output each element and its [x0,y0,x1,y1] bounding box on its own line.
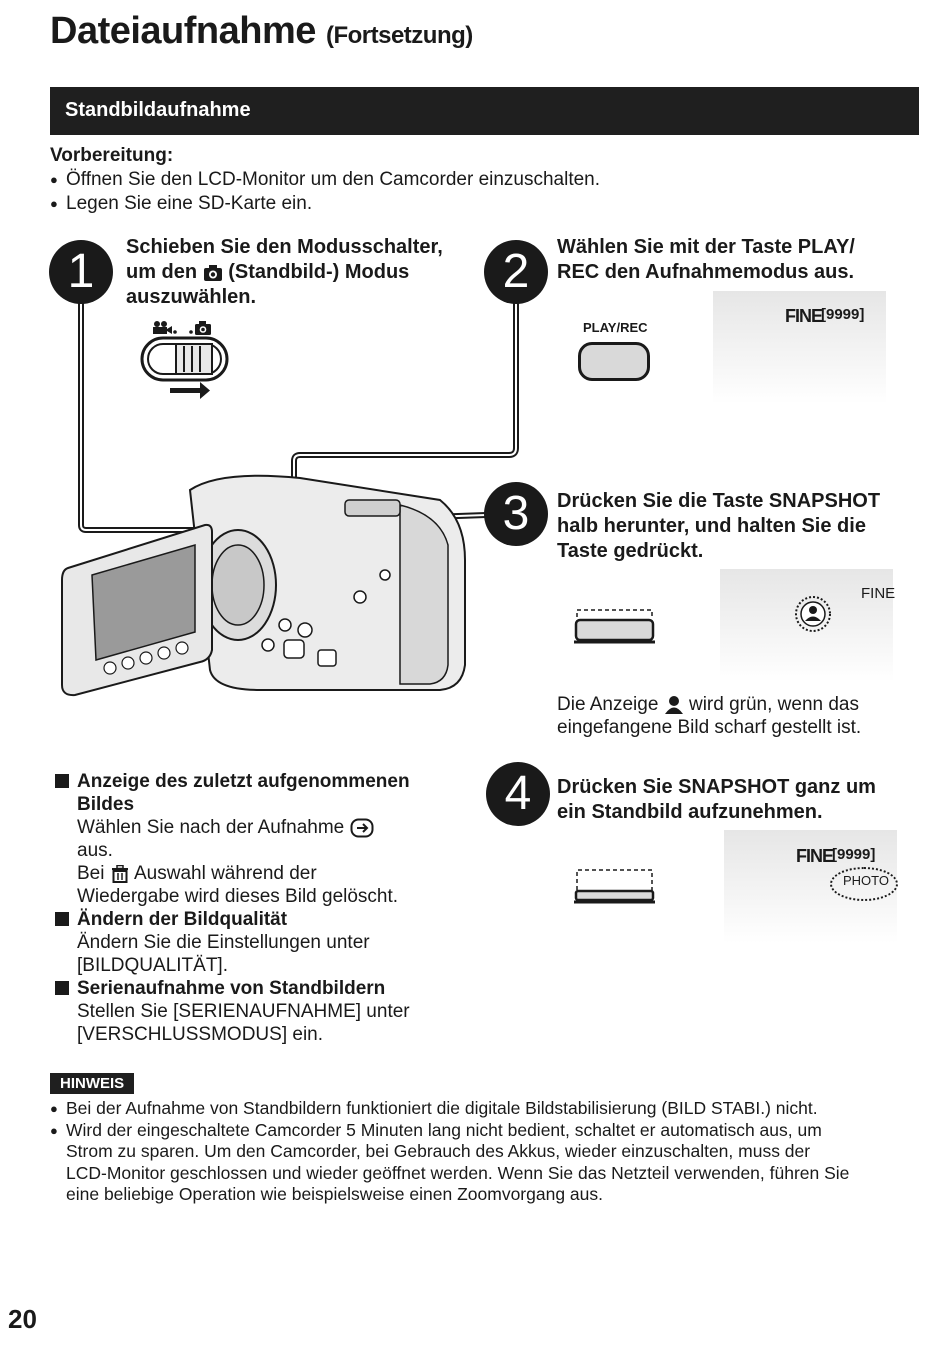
tip-line: Stellen Sie [SERIENAUFNAHME] unter [77,1001,410,1022]
note-line: Wird der eingeschaltete Camcorder 5 Minu… [66,1119,822,1140]
lcd-display-step-2: FINE [9999] [713,291,886,404]
video-mode-icon [153,321,177,334]
play-rec-label: PLAY/REC [583,320,648,335]
preparation-item: Legen Sie eine SD-Karte ein. [50,192,600,216]
note-line: LCD-Monitor geschlossen und wieder geöff… [66,1162,850,1183]
step-1-line: auszuwählen. [126,286,257,308]
preparation-heading: Vorbereitung: [50,145,174,166]
tip-heading: Serienaufnahme von Standbildern [77,978,386,999]
lcd-photo: PHOTO [843,873,889,888]
tip-line: Ändern Sie die Einstellungen unter [77,932,370,953]
step-3-text: Drücken Sie die Taste SNAPSHOT halb heru… [557,489,927,564]
tip-line: [VERSCHLUSSMODUS] ein. [77,1024,324,1045]
focus-note-part: Die Anzeige [557,694,664,715]
lcd-quality: FINE [785,306,823,326]
focus-note-line: eingefangene Bild scharf gestellt ist. [557,717,862,738]
note-list: Bei der Aufnahme von Standbildern funkti… [50,1098,918,1206]
tip-heading: Ändern der Bildqualität [77,909,288,930]
tip-item: Serienaufnahme von Standbildern Stellen … [55,977,455,1046]
tip-item: Anzeige des zuletzt aufgenommenen Bildes… [55,770,455,908]
play-rec-button [578,342,650,381]
arrow-right-icon [170,382,210,399]
tip-line: Bei Auswahl während der [77,862,455,885]
square-bullet-icon [55,912,69,926]
note-line: Strom zu sparen. Um den Camcorder, bei G… [66,1141,811,1161]
photo-indicator [830,867,898,901]
section-header: Standbildaufnahme [50,87,919,135]
section-title: Standbildaufnahme [65,99,251,121]
focus-note-part: wird grün, wenn das [683,694,860,715]
snapshot-button-full [574,869,655,904]
mode-switch [140,321,229,399]
lcd-display-step-3: FINE [720,569,896,682]
step-2-line: Wählen Sie mit der Taste PLAY/ [557,236,855,258]
page-title: Dateiaufnahme (Fortsetzung) [50,10,473,53]
lcd-quality: FINE [796,846,834,866]
snapshot-button-half [574,609,655,644]
step-4-text: Drücken Sie SNAPSHOT ganz um ein Standbi… [557,775,927,825]
still-mode-icon [189,321,211,335]
tips-list: Anzeige des zuletzt aufgenommenen Bildes… [55,770,455,1046]
page-number: 20 [8,1304,37,1334]
tip-line: Wählen Sie nach der Aufnahme [77,816,455,839]
lcd-display-step-4: FINE [9999] PHOTO [724,830,898,943]
step-3-line: Taste gedrückt. [557,540,704,562]
step-1-line-part: um den [126,261,203,283]
step-4-line: ein Standbild aufzunehmen. [557,801,823,823]
tip-line: aus. [77,840,113,861]
tip-heading: Anzeige des zuletzt aufgenommenen [77,771,410,792]
preparation-block: Vorbereitung: Öffnen Sie den LCD-Monitor… [50,144,600,216]
page-title-sub: (Fortsetzung) [325,22,473,49]
step-1-number: 1 [49,240,113,304]
focus-note: Die Anzeige wird grün, wenn das eingefan… [557,693,917,739]
tip-heading: Bildes [77,794,135,815]
square-bullet-icon [55,981,69,995]
step-4-number: 4 [486,762,550,826]
focus-icon [795,596,831,632]
lcd-count: [9999] [821,306,865,323]
note-item: Wird der eingeschaltete Camcorder 5 Minu… [50,1120,918,1206]
note-item: Bei der Aufnahme von Standbildern funkti… [50,1098,918,1120]
note-line: eine beliebige Operation wie beispielswe… [66,1184,603,1204]
step-3-number: 3 [484,482,548,546]
note-label: HINWEIS [50,1073,135,1094]
person-focus-icon [664,695,683,714]
tip-line: Wiedergabe wird dieses Bild gelöscht. [77,886,399,907]
square-bullet-icon [55,774,69,788]
step-3-line: Drücken Sie die Taste SNAPSHOT [557,490,881,512]
preparation-item: Öffnen Sie den LCD-Monitor um den Camcor… [50,168,600,192]
focus-note-line: Die Anzeige wird grün, wenn das [557,693,917,716]
tip-text: Bei [77,863,110,884]
step-2-number: 2 [484,240,548,304]
step-1-line: um den (Standbild-) Modus [126,260,476,285]
step-4-line: Drücken Sie SNAPSHOT ganz um [557,776,876,798]
camera-icon [203,264,222,281]
tip-item: Ändern der Bildqualität Ändern Sie die E… [55,908,455,977]
lcd-count: [9999] [832,846,876,863]
step-1-text: Schieben Sie den Modusschalter, um den (… [126,235,476,310]
tip-text: Wählen Sie nach der Aufnahme [77,817,350,838]
trash-icon [111,864,128,883]
step-2-line: REC den Aufnahmemodus aus. [557,261,855,283]
step-1-line-part: (Standbild-) Modus [222,261,410,283]
review-icon [350,818,374,838]
step-1-line: Schieben Sie den Modusschalter, [126,236,443,258]
lcd-quality: FINE [861,585,896,602]
step-3-line: halb herunter, und halten Sie die [557,515,866,537]
page-title-main: Dateiaufnahme [50,10,316,52]
step-2-text: Wählen Sie mit der Taste PLAY/ REC den A… [557,235,917,285]
tip-text: Auswahl während der [129,863,317,884]
tip-line: [BILDQUALITÄT]. [77,955,228,976]
